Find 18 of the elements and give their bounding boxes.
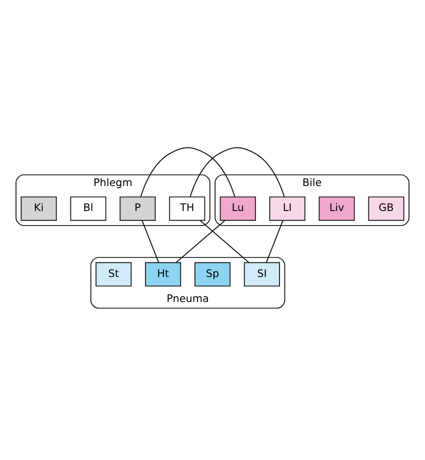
node-box: Ht [145, 262, 182, 286]
node-box: P [120, 196, 156, 220]
connector [190, 146, 285, 197]
node-box: GB [368, 196, 404, 220]
connector [140, 146, 236, 197]
node-box: St [96, 262, 132, 286]
connector [200, 219, 250, 263]
node-box: LI [269, 196, 306, 220]
node-box: SI [244, 262, 280, 286]
node-box: Sp [194, 262, 231, 286]
node-box: Ki [20, 196, 57, 220]
node-box: Lu [220, 196, 256, 220]
connector [142, 220, 160, 263]
connector [266, 220, 284, 263]
node-box: Bl [70, 196, 106, 220]
connector [176, 219, 226, 263]
node-box: TH [169, 196, 206, 220]
node-box: Liv [318, 196, 355, 220]
